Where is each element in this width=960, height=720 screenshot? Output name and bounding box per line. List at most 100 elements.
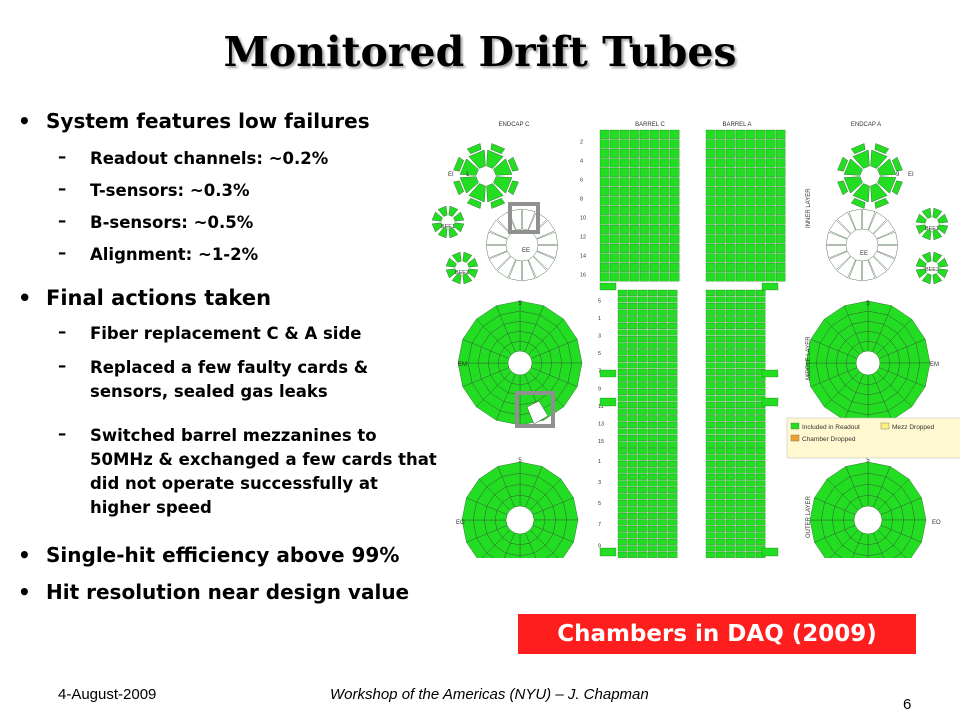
barrel-chamber: [725, 506, 736, 513]
barrel-chamber: [755, 129, 766, 139]
barrel-chamber: [745, 215, 756, 225]
eo-wheel-right-sector: [881, 545, 902, 558]
barrel-chamber: [647, 336, 658, 343]
barrel-chamber: [659, 167, 670, 177]
barrel-chamber: [647, 329, 658, 336]
barrel-chamber: [649, 186, 660, 196]
barrel-chamber: [725, 447, 736, 454]
eo-wheel-right-sector: [845, 461, 869, 477]
bee2-wheel-left-sector: [467, 268, 479, 279]
barrel-chamber: [617, 467, 628, 474]
barrel-chamber: [745, 486, 756, 493]
barrel-chamber: [627, 316, 638, 323]
barrel-chamber: [705, 388, 716, 395]
ee-wheel-right-sector: [868, 211, 888, 234]
ei-wheel-left-outer-sector: [453, 156, 465, 172]
barrel-chamber: [637, 329, 648, 336]
barrel-chamber: [755, 375, 766, 382]
barrel-chamber: [745, 362, 756, 369]
barrel-chamber: [705, 408, 716, 415]
barrel-chamber: [715, 167, 726, 177]
barrel-chamber: [669, 167, 680, 177]
barrel-chamber: [705, 309, 716, 316]
barrel-chamber: [705, 349, 716, 356]
barrel-chamber: [649, 253, 660, 263]
barrel-chamber: [627, 355, 638, 362]
barrel-chamber: [639, 243, 650, 253]
barrel-chamber: [745, 355, 756, 362]
bee1-wheel-left-sector: [453, 222, 465, 233]
barrel-chamber: [637, 525, 648, 532]
barrel-chamber: [715, 309, 726, 316]
barrel-chamber: [705, 532, 716, 539]
barrel-chamber: [627, 532, 638, 539]
barrel-chamber: [627, 538, 638, 545]
barrel-chamber: [617, 493, 628, 500]
footer-date: 4-August-2009: [58, 686, 157, 703]
barrel-chamber: [617, 362, 628, 369]
barrel-chamber: [657, 441, 668, 448]
barrel-chamber: [735, 441, 746, 448]
barrel-chamber: [735, 493, 746, 500]
barrel-chamber: [627, 289, 638, 296]
barrel-chamber: [735, 519, 746, 526]
barrel-chamber: [619, 158, 630, 168]
barrel-chamber: [735, 329, 746, 336]
barrel-chamber: [725, 395, 736, 402]
dropped-chamber: [526, 400, 549, 425]
barrel-side-chamber: [599, 369, 617, 378]
barrel-chamber: [647, 480, 658, 487]
barrel-chamber: [617, 395, 628, 402]
barrel-chamber: [705, 551, 716, 558]
ei-wheel-right-outer-sector: [891, 180, 903, 196]
barrel-chamber: [705, 158, 716, 168]
ee-wheel-left-sector: [485, 245, 508, 259]
bee1-wheel-left-sector: [437, 205, 448, 217]
barrel-row-label: 7: [598, 522, 601, 528]
bee2-wheel-left-sector: [467, 257, 479, 268]
label-ei-right: EI: [908, 172, 914, 178]
barrel-chamber: [609, 139, 620, 149]
barrel-chamber: [715, 148, 726, 158]
bee2-wheel-left: [445, 251, 479, 285]
barrel-chamber: [705, 525, 716, 532]
barrel-chamber: [629, 205, 640, 215]
barrel-chamber: [667, 336, 678, 343]
ee-wheel-right-sector: [848, 208, 862, 231]
barrel-chamber: [639, 253, 650, 263]
barrel-chamber: [657, 499, 668, 506]
barrel-chamber: [715, 506, 726, 513]
barrel-chamber: [627, 309, 638, 316]
bee1-wheel-left-sector: [448, 205, 459, 217]
barrel-chamber: [647, 486, 658, 493]
barrel-chamber: [735, 215, 746, 225]
barrel-chamber: [667, 467, 678, 474]
bullet-dot: •: [18, 109, 31, 133]
legend-swatch-mezz: [880, 422, 890, 430]
ei-wheel-right-outer-sector: [891, 156, 903, 172]
barrel-chamber: [647, 355, 658, 362]
barrel-chamber: [755, 253, 766, 263]
barrel-chamber: [735, 296, 746, 303]
barrel-chamber: [669, 215, 680, 225]
barrel-chamber: [715, 139, 726, 149]
barrel-row-label: 4: [580, 158, 583, 164]
barrel-chamber: [745, 493, 756, 500]
barrel-chamber: [705, 129, 716, 139]
barrel-chamber: [659, 139, 670, 149]
ei-wheel-right: [843, 149, 897, 203]
barrel-chamber: [715, 447, 726, 454]
barrel-chamber: [639, 148, 650, 158]
barrel-chamber: [647, 402, 658, 409]
barrel-chamber: [705, 253, 716, 263]
barrel-row-label: 3: [598, 480, 601, 486]
barrel-chamber: [639, 139, 650, 149]
barrel-chamber: [725, 355, 736, 362]
barrel-chamber: [599, 215, 610, 225]
barrel-chamber: [735, 525, 746, 532]
barrel-chamber: [667, 395, 678, 402]
barrel-chamber: [755, 435, 766, 442]
barrel-chamber: [705, 336, 716, 343]
barrel-chamber: [705, 215, 716, 225]
